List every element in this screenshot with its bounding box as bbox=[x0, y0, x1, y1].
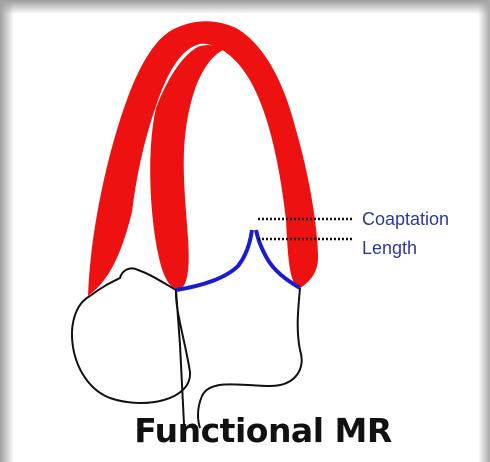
length-label: Length bbox=[362, 238, 417, 258]
right-wall-outline bbox=[198, 288, 302, 428]
coaptation-label: Coaptation bbox=[362, 209, 449, 229]
atrial-wall-outline bbox=[72, 290, 190, 403]
septum-line bbox=[176, 290, 184, 424]
figure-caption: Functional MR bbox=[0, 411, 490, 450]
